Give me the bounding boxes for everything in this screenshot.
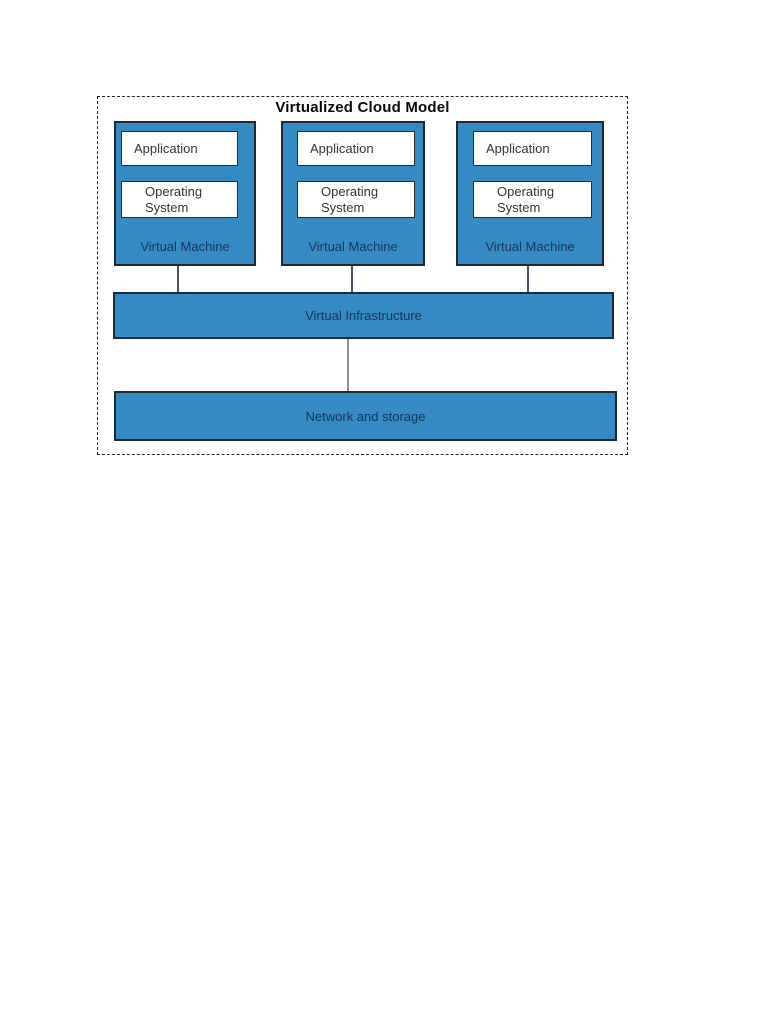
application-label: Application [310,141,374,156]
virtual-machine-label: Virtual Machine [140,239,230,254]
virtualized-cloud-model-frame: Virtualized Cloud Model Application Oper… [97,96,628,455]
connector-vm2-infrastructure [351,266,353,292]
diagram-title: Virtualized Cloud Model [275,99,450,116]
virtual-machine-box-1: Application Operating System Virtual Mac… [114,121,256,266]
application-label: Application [486,141,550,156]
virtual-machine-label: Virtual Machine [485,239,575,254]
application-box: Application [473,131,592,166]
connector-vm3-infrastructure [527,266,529,292]
virtual-infrastructure-bar: Virtual Infrastructure [113,292,614,339]
operating-system-box: Operating System [121,181,238,218]
virtual-infrastructure-label: Virtual Infrastructure [305,308,422,323]
operating-system-box: Operating System [297,181,415,218]
operating-system-label: Operating System [497,183,555,215]
operating-system-label: Operating System [321,183,379,215]
operating-system-label: Operating System [145,183,203,215]
connector-vm1-infrastructure [177,266,179,292]
virtual-machine-box-3: Application Operating System Virtual Mac… [456,121,604,266]
virtual-machine-box-2: Application Operating System Virtual Mac… [281,121,425,266]
connector-infrastructure-network [347,339,349,391]
operating-system-box: Operating System [473,181,592,218]
application-box: Application [121,131,238,166]
application-label: Application [134,141,198,156]
network-and-storage-label: Network and storage [305,408,426,424]
network-and-storage-bar: Network and storage [114,391,617,441]
virtual-machine-label: Virtual Machine [308,239,398,254]
application-box: Application [297,131,415,166]
